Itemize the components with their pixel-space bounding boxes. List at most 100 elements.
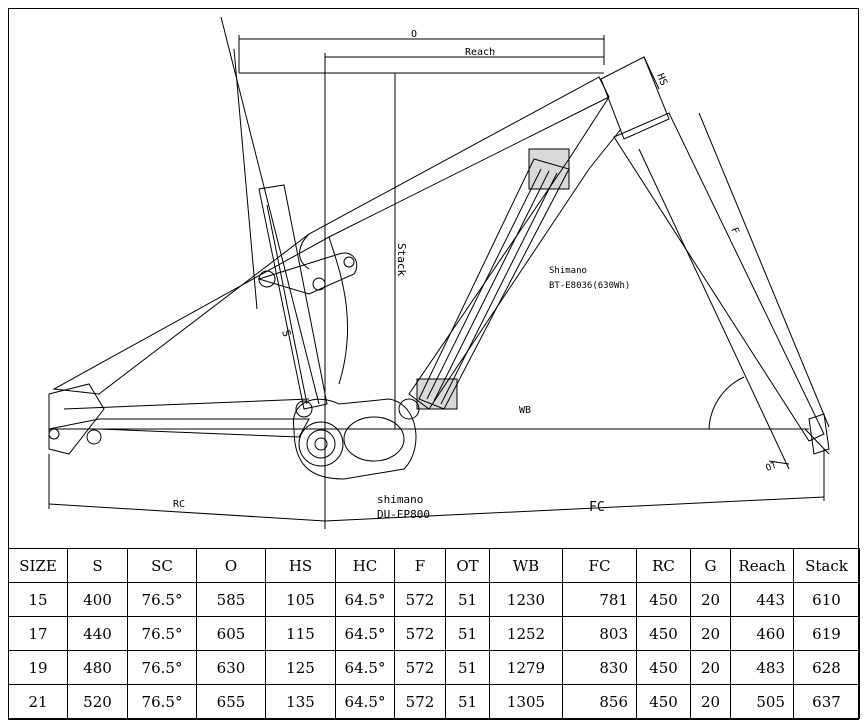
- cell-hs: 125: [265, 650, 336, 685]
- motor-label-line2: DU-EP800: [377, 508, 430, 521]
- header-sc: SC: [127, 548, 197, 583]
- cell-hc: 64.5°: [335, 684, 395, 719]
- cell-reach: 460: [730, 616, 794, 651]
- header-fc: FC: [562, 548, 637, 583]
- cell-sc: 76.5°: [127, 582, 197, 617]
- cell-hs: 135: [265, 684, 336, 719]
- cell-stack: 619: [793, 616, 860, 651]
- cell-size: 17: [8, 616, 68, 651]
- cell-o: 630: [196, 650, 266, 685]
- dimension-f-label: F: [728, 226, 740, 236]
- cell-rc: 450: [636, 582, 691, 617]
- cell-reach: 505: [730, 684, 794, 719]
- cell-reach: 443: [730, 582, 794, 617]
- battery-label-line2: BT-E8036(630Wh): [549, 281, 630, 291]
- cell-o: 585: [196, 582, 266, 617]
- header-hs: HS: [265, 548, 336, 583]
- cell-ot: 51: [445, 616, 490, 651]
- cell-size: 15: [8, 582, 68, 617]
- cell-wb: 1252: [489, 616, 563, 651]
- cell-size: 19: [8, 650, 68, 685]
- dimension-rc: RC: [48, 454, 326, 522]
- rocker-link: [257, 252, 358, 295]
- dimension-hs-label: HS: [654, 72, 669, 87]
- dimension-o: O: [238, 29, 605, 73]
- table-header-row: SIZE S SC O HS HC F OT WB FC RC G Reach …: [8, 548, 860, 583]
- dimension-fc: FC: [324, 449, 825, 522]
- dimension-reach: Reach: [324, 47, 604, 529]
- header-rc: RC: [636, 548, 691, 583]
- dimension-reach-label: Reach: [465, 47, 495, 58]
- dimension-o-label: O: [411, 29, 417, 40]
- cell-wb: 1305: [489, 684, 563, 719]
- cell-s: 440: [67, 616, 128, 651]
- table-row: 17 440 76.5° 605 115 64.5° 572 51 1252 8…: [8, 616, 860, 651]
- battery: Shimano BT-E8036(630Wh): [416, 148, 630, 410]
- cell-rc: 450: [636, 684, 691, 719]
- motor-label-line1: shimano: [377, 493, 423, 506]
- drawing-frame: [8, 8, 859, 720]
- cell-g: 20: [690, 650, 731, 685]
- table-row: 15 400 76.5° 585 105 64.5° 572 51 1230 7…: [8, 582, 860, 617]
- table-row: 21 520 76.5° 655 135 64.5° 572 51 1305 8…: [8, 684, 860, 719]
- header-f: F: [394, 548, 446, 583]
- cell-sc: 76.5°: [127, 650, 197, 685]
- dimension-stack: Stack: [394, 73, 408, 429]
- cell-f: 572: [394, 582, 446, 617]
- cell-hs: 105: [265, 582, 336, 617]
- header-o: O: [196, 548, 266, 583]
- cell-wb: 1279: [489, 650, 563, 685]
- cell-stack: 610: [793, 582, 860, 617]
- cell-g: 20: [690, 582, 731, 617]
- cell-hc: 64.5°: [335, 582, 395, 617]
- cell-f: 572: [394, 616, 446, 651]
- header-size: SIZE: [8, 548, 68, 583]
- cell-fc: 781: [562, 582, 637, 617]
- cell-size: 21: [8, 684, 68, 719]
- dimension-stack-label: Stack: [395, 243, 408, 276]
- cell-rc: 450: [636, 616, 691, 651]
- motor: shimano DU-EP800: [293, 398, 430, 521]
- cell-hc: 64.5°: [335, 616, 395, 651]
- header-g: G: [690, 548, 731, 583]
- cell-ot: 51: [445, 582, 490, 617]
- cell-stack: 628: [793, 650, 860, 685]
- header-hc: HC: [335, 548, 395, 583]
- cell-o: 605: [196, 616, 266, 651]
- dimension-s-label: S: [279, 328, 293, 338]
- header-ot: OT: [445, 548, 490, 583]
- seat-tube: [258, 184, 328, 410]
- cell-hc: 64.5°: [335, 650, 395, 685]
- main-frame: [52, 76, 622, 410]
- cell-f: 572: [394, 684, 446, 719]
- cell-g: 20: [690, 684, 731, 719]
- frame-geometry-drawing: O Reach Stack S HS F OT: [9, 9, 858, 547]
- rear-triangle: [48, 383, 313, 455]
- cell-stack: 637: [793, 684, 860, 719]
- cell-fc: 803: [562, 616, 637, 651]
- header-s: S: [67, 548, 128, 583]
- header-wb: WB: [489, 548, 563, 583]
- seat-angle-lines: S: [220, 16, 320, 405]
- cell-fc: 856: [562, 684, 637, 719]
- head-tube-and-fork: HS F OT: [600, 56, 830, 474]
- cell-g: 20: [690, 616, 731, 651]
- cell-o: 655: [196, 684, 266, 719]
- dimension-wb: WB: [49, 376, 809, 430]
- cell-s: 400: [67, 582, 128, 617]
- cell-f: 572: [394, 650, 446, 685]
- header-stack: Stack: [793, 548, 860, 583]
- dimension-ot-label: OT: [765, 461, 779, 474]
- cell-reach: 483: [730, 650, 794, 685]
- cell-s: 520: [67, 684, 128, 719]
- cell-rc: 450: [636, 650, 691, 685]
- cell-s: 480: [67, 650, 128, 685]
- front-axle: [808, 413, 830, 455]
- cell-fc: 830: [562, 650, 637, 685]
- cell-wb: 1230: [489, 582, 563, 617]
- cell-ot: 51: [445, 650, 490, 685]
- header-reach: Reach: [730, 548, 794, 583]
- table-row: 19 480 76.5° 630 125 64.5° 572 51 1279 8…: [8, 650, 860, 685]
- cell-ot: 51: [445, 684, 490, 719]
- cell-sc: 76.5°: [127, 616, 197, 651]
